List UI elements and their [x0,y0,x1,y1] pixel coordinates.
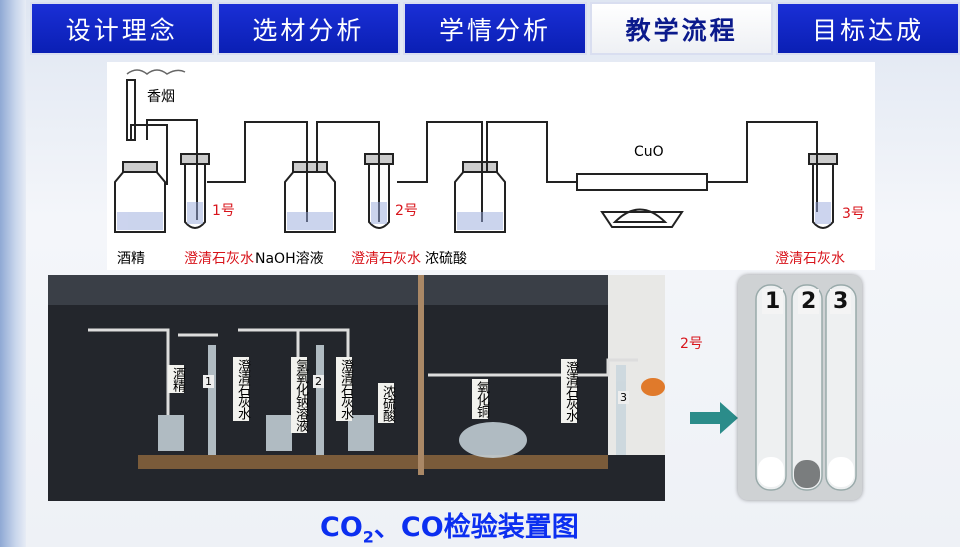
alcohol-label: 酒精 [117,251,145,267]
limewater3-label: 澄清石灰水 [775,251,845,267]
tab-teaching-process[interactable]: 教学流程 [589,2,774,55]
limewater1-label: 澄清石灰水 [184,251,254,267]
tab-goal-achievement[interactable]: 目标达成 [776,2,960,55]
test-tubes-photo: 1 2 3 [738,275,862,500]
test-tubes-drawing [738,275,862,500]
photo-label-limewater2: 澄清石灰水 [336,357,353,421]
naoh-label: NaOH溶液 [255,251,324,267]
cigarette-label: 香烟 [147,89,175,105]
photo-number-3: 3 [618,391,629,404]
photo-label-alcohol: 酒精 [168,365,185,393]
cuo-label: CuO [634,144,664,160]
photo-label-cuo: 氧化铜 [472,379,489,419]
photo-side-label: 2号 [680,336,703,352]
figure-caption: CO2、CO检验装置图 [320,505,640,547]
apparatus-photo-drawing [48,275,665,475]
caption-rest: 、CO检验装置图 [373,512,579,543]
photo-label-limewater3: 澄清石灰水 [561,359,578,423]
tube-number-1: 1 [762,289,784,314]
left-decor-stripe [0,0,26,547]
tube1-label: 1号 [212,203,235,219]
tab-design-concept[interactable]: 设计理念 [30,2,214,55]
apparatus-schematic: 香烟 CuO 1号 2号 3号 酒精 澄清石灰水 NaOH溶液 澄清石灰水 浓硫… [107,62,875,270]
photo-label-limewater1: 澄清石灰水 [233,357,250,421]
tab-student-analysis[interactable]: 学情分析 [403,2,587,55]
tube3-label: 3号 [842,206,865,222]
photo-label-naoh: 氢氧化钠溶液 [291,357,308,433]
tube2-label: 2号 [395,203,418,219]
limewater2-label: 澄清石灰水 [351,251,421,267]
caption-subscript: 2 [362,527,374,547]
photo-number-2: 2 [313,375,324,388]
tube-number-3: 3 [830,289,852,314]
nav-tabs: 设计理念 选材分析 学情分析 教学流程 目标达成 [30,2,960,55]
tab-material-analysis[interactable]: 选材分析 [216,2,401,55]
apparatus-drawing [114,69,838,233]
photo-label-h2so4: 浓硫酸 [378,383,395,423]
arrow-right-icon [690,400,740,440]
apparatus-photo: 酒精 澄清石灰水 氢氧化钠溶液 澄清石灰水 浓硫酸 氧化铜 澄清石灰水 1 2 … [48,275,665,501]
h2so4-label: 浓硫酸 [425,251,467,267]
photo-number-1: 1 [203,375,214,388]
tube-number-2: 2 [798,289,820,314]
caption-co: CO [320,512,363,543]
